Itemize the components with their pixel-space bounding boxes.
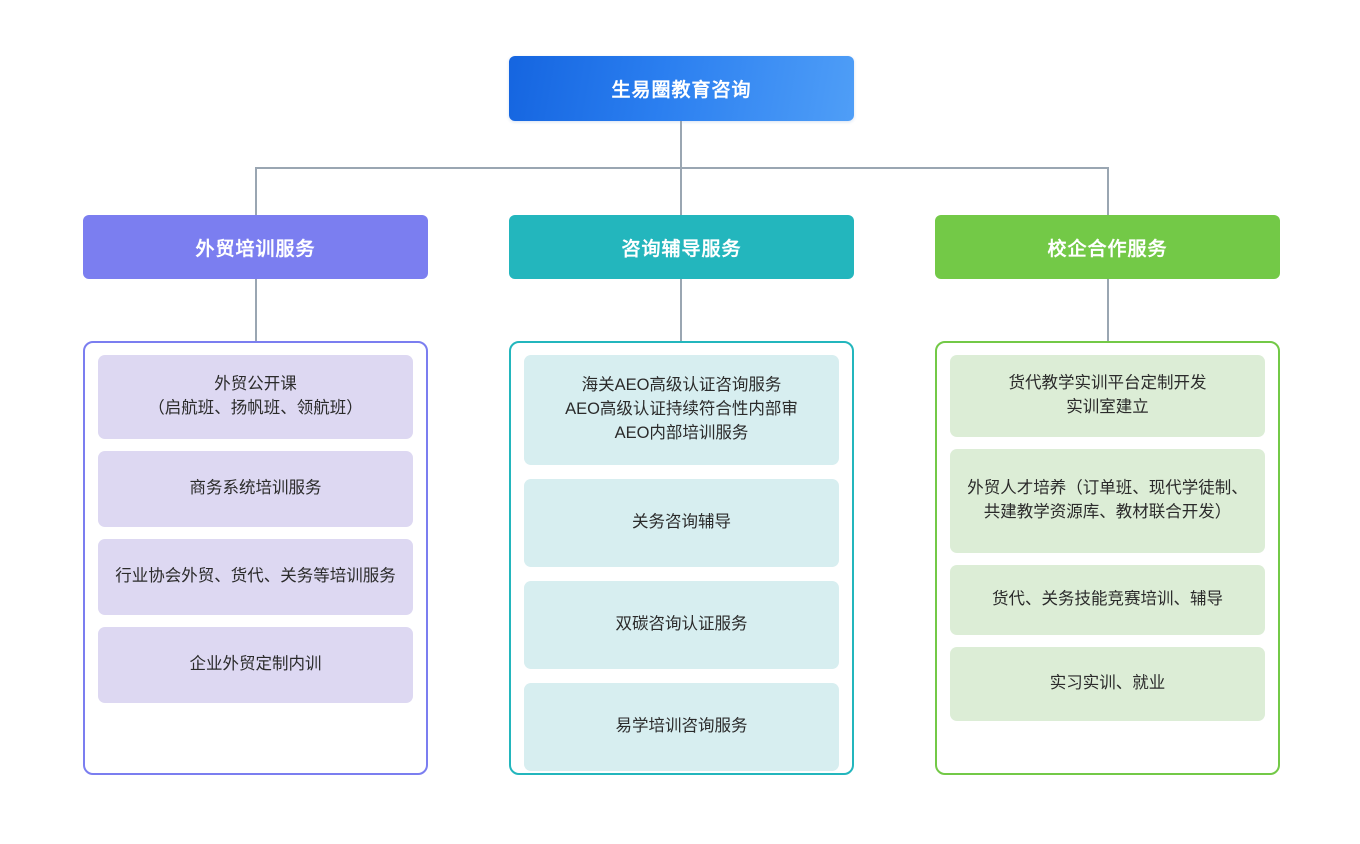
branch-consulting-tutoring: 咨询辅导服务 海关AEO高级认证咨询服务 AEO高级认证持续符合性内部审 AEO… <box>509 215 854 775</box>
branch-foreign-trade-training: 外贸培训服务 外贸公开课 （启航班、扬帆班、领航班） 商务系统培训服务 行业协会… <box>83 215 428 775</box>
connector-drop-branch-2 <box>680 167 682 215</box>
leaf-item[interactable]: 商务系统培训服务 <box>98 451 413 527</box>
root-node[interactable]: 生易圈教育咨询 <box>509 56 854 121</box>
branch-header-consulting-tutoring[interactable]: 咨询辅导服务 <box>509 215 854 279</box>
branch-body-school-enterprise-cooperation: 货代教学实训平台定制开发 实训室建立 外贸人才培养（订单班、现代学徒制、共建教学… <box>935 341 1280 775</box>
branch-body-consulting-tutoring: 海关AEO高级认证咨询服务 AEO高级认证持续符合性内部审 AEO内部培训服务 … <box>509 341 854 775</box>
leaf-item[interactable]: 行业协会外贸、货代、关务等培训服务 <box>98 539 413 615</box>
leaf-item[interactable]: 实习实训、就业 <box>950 647 1265 721</box>
connector-root-stem <box>680 121 682 168</box>
branch-body-foreign-trade-training: 外贸公开课 （启航班、扬帆班、领航班） 商务系统培训服务 行业协会外贸、货代、关… <box>83 341 428 775</box>
leaf-item[interactable]: 双碳咨询认证服务 <box>524 581 839 669</box>
connector-header-body-3 <box>1107 279 1109 341</box>
leaf-item[interactable]: 企业外贸定制内训 <box>98 627 413 703</box>
leaf-item[interactable]: 外贸公开课 （启航班、扬帆班、领航班） <box>98 355 413 439</box>
leaf-item[interactable]: 货代教学实训平台定制开发 实训室建立 <box>950 355 1265 437</box>
connector-drop-branch-3 <box>1107 167 1109 215</box>
leaf-item[interactable]: 海关AEO高级认证咨询服务 AEO高级认证持续符合性内部审 AEO内部培训服务 <box>524 355 839 465</box>
connector-header-body-1 <box>255 279 257 341</box>
connector-drop-branch-1 <box>255 167 257 215</box>
leaf-item[interactable]: 外贸人才培养（订单班、现代学徒制、共建教学资源库、教材联合开发） <box>950 449 1265 553</box>
branch-header-foreign-trade-training[interactable]: 外贸培训服务 <box>83 215 428 279</box>
branch-header-school-enterprise-cooperation[interactable]: 校企合作服务 <box>935 215 1280 279</box>
connector-header-body-2 <box>680 279 682 341</box>
leaf-item[interactable]: 易学培训咨询服务 <box>524 683 839 771</box>
leaf-item[interactable]: 货代、关务技能竞赛培训、辅导 <box>950 565 1265 635</box>
branch-school-enterprise-cooperation: 校企合作服务 货代教学实训平台定制开发 实训室建立 外贸人才培养（订单班、现代学… <box>935 215 1280 775</box>
leaf-item[interactable]: 关务咨询辅导 <box>524 479 839 567</box>
